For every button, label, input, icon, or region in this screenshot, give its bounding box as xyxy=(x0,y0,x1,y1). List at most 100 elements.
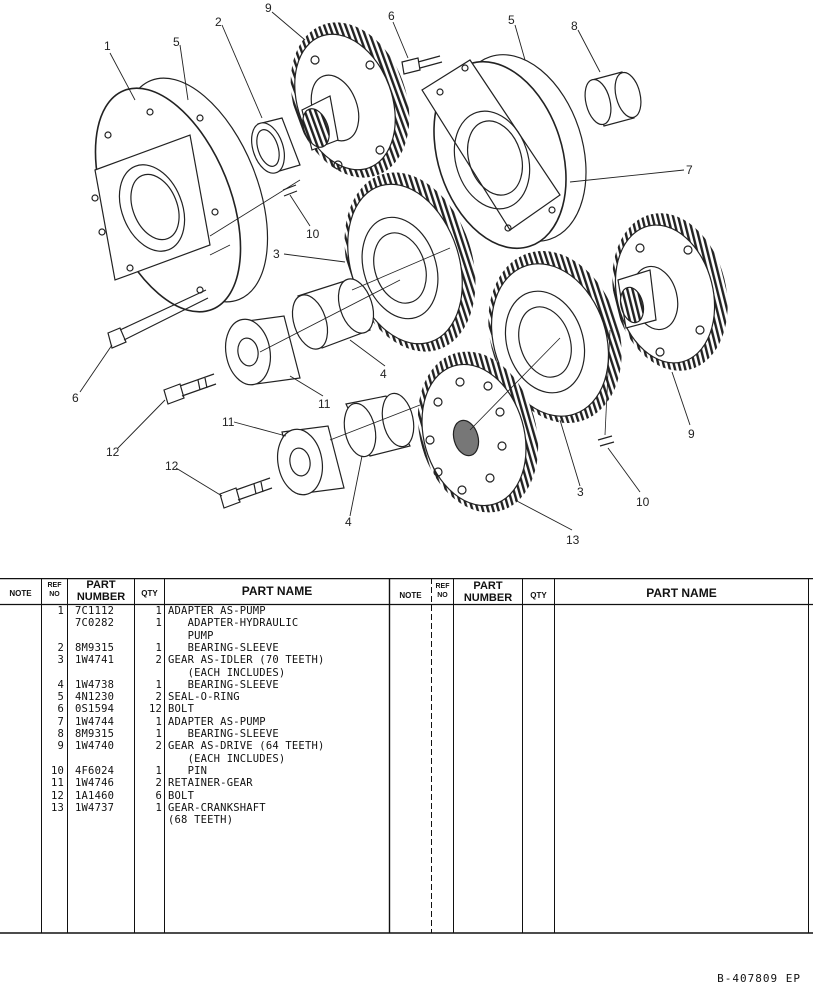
part-name-cell: ADAPTER-HYDRAULIC xyxy=(168,617,299,630)
qty-cell: 12 xyxy=(148,703,162,716)
ref-no-cell: 9 xyxy=(57,740,64,753)
part-1-adapter-housing xyxy=(91,77,269,313)
header-ref-no-right: REF NO xyxy=(435,583,450,599)
part-number-cell: 4N1230 xyxy=(75,691,115,704)
part-number-cell: 7C0282 xyxy=(75,617,115,630)
ref-no-cell: 8 xyxy=(57,728,64,740)
exploded-view-diagram: 1 5 2 9 6 5 8 7 10 3 6 4 11 12 9 11 12 4… xyxy=(72,1,728,547)
part-10-pin-bottom xyxy=(597,435,615,447)
drawing-number: B-407809 EP xyxy=(717,972,801,985)
part-name-cell: RETAINER-GEAR xyxy=(168,777,253,790)
callout-6: 6 xyxy=(388,9,395,23)
header-qty: QTY xyxy=(141,589,158,598)
qty-cell: 1 xyxy=(155,678,162,691)
callout-11: 11 xyxy=(318,397,331,411)
header-note-right: NOTE xyxy=(399,591,422,600)
callout-4: 4 xyxy=(345,515,352,529)
part-name-cell: BEARING-SLEEVE xyxy=(168,678,279,691)
header-part-name: PART NAME xyxy=(241,584,313,598)
header-part-name-right: PART NAME xyxy=(646,586,717,600)
qty-cell: 1 xyxy=(155,801,162,814)
callout-12: 12 xyxy=(165,459,179,473)
qty-cell: 2 xyxy=(155,691,162,704)
table-row: (EACH INCLUDES) xyxy=(0,753,389,765)
table-row: 3 1W4741 2 GEAR AS-IDLER (70 TEETH) xyxy=(0,654,389,666)
part-3-idler-gear-top xyxy=(344,172,476,352)
part-number-cell: 1W4740 xyxy=(75,740,115,753)
part-name-cell: GEAR AS-IDLER (70 TEETH) xyxy=(168,654,325,667)
part-12-bolt-bottom xyxy=(219,477,273,509)
part-number-cell: 1W4737 xyxy=(75,801,115,814)
qty-cell: 1 xyxy=(155,728,162,740)
ref-no-cell: 3 xyxy=(57,654,64,667)
header-qty-right: QTY xyxy=(530,591,547,600)
table-row: 4 1W4738 1 BEARING-SLEEVE xyxy=(0,679,389,691)
ref-no-cell: 5 xyxy=(57,691,64,704)
header-note: NOTE xyxy=(9,589,32,598)
part-name-cell: GEAR-CRANKSHAFT xyxy=(168,801,266,814)
table-row: (68 TEETH) xyxy=(0,814,389,826)
part-number-cell: 1W4741 xyxy=(75,654,115,667)
part-name-cell: SEAL-O-RING xyxy=(168,691,240,704)
part-number-cell: 7C1112 xyxy=(75,605,115,617)
part-11-retainer-bottom xyxy=(276,425,345,496)
part-number-cell: 1A1460 xyxy=(75,789,115,802)
part-name-cell: (EACH INCLUDES) xyxy=(168,752,286,765)
qty-cell: 2 xyxy=(155,777,162,790)
qty-cell: 1 xyxy=(155,715,162,728)
part-name-cell: PIN xyxy=(168,764,208,777)
ref-no-cell: 7 xyxy=(57,715,64,728)
table-row: 7 1W4744 1 ADAPTER AS-PUMP xyxy=(0,716,389,728)
part-11-retainer-top xyxy=(224,315,301,386)
table-row: 11 1W4746 2 RETAINER-GEAR xyxy=(0,777,389,789)
callout-10: 10 xyxy=(306,227,320,241)
part-number-cell: 1W4746 xyxy=(75,777,115,790)
callout-3: 3 xyxy=(273,247,280,261)
callout-2: 2 xyxy=(215,15,222,29)
callout-5: 5 xyxy=(508,13,515,27)
part-name-cell: ADAPTER AS-PUMP xyxy=(168,605,266,617)
table-row: 5 4N1230 2 SEAL-O-RING xyxy=(0,691,389,703)
part-name-cell: BOLT xyxy=(168,789,195,802)
header-part-number-right: PART NUMBER xyxy=(463,580,513,604)
callout-7: 7 xyxy=(686,163,693,177)
ref-no-cell: 4 xyxy=(57,678,64,691)
part-number-cell: 0S1594 xyxy=(75,703,115,716)
callout-9: 9 xyxy=(688,427,695,441)
callout-5: 5 xyxy=(173,35,180,49)
part-number-cell: 1W4738 xyxy=(75,678,115,691)
callout-13: 13 xyxy=(566,533,580,547)
qty-cell: 2 xyxy=(155,654,162,667)
qty-cell: 1 xyxy=(155,641,162,654)
table-row: PUMP xyxy=(0,630,389,642)
ref-no-cell: 6 xyxy=(57,703,64,716)
part-name-cell: GEAR AS-DRIVE (64 TEETH) xyxy=(168,740,325,753)
ref-no-cell: 11 xyxy=(50,777,64,790)
callout-8: 8 xyxy=(571,19,578,33)
part-6-bolt-left xyxy=(107,289,209,349)
part-number-cell: 4F6024 xyxy=(75,764,115,777)
part-name-cell: BOLT xyxy=(168,703,195,716)
qty-cell: 6 xyxy=(155,789,162,802)
callout-11: 11 xyxy=(222,415,235,429)
table-row: 6 0S1594 12 BOLT xyxy=(0,703,389,715)
callout-3: 3 xyxy=(577,485,584,499)
ref-no-cell: 13 xyxy=(50,801,64,814)
ref-no-cell: 10 xyxy=(50,764,64,777)
part-number-cell: 1W4744 xyxy=(75,715,115,728)
callout-1: 1 xyxy=(104,39,111,53)
part-name-cell: PUMP xyxy=(168,629,214,642)
callout-6: 6 xyxy=(72,391,79,405)
table-row: (EACH INCLUDES) xyxy=(0,667,389,679)
part-7-pump-adapter xyxy=(421,54,587,250)
part-name-cell: ADAPTER AS-PUMP xyxy=(168,715,266,728)
qty-cell: 1 xyxy=(155,764,162,777)
part-name-cell: (EACH INCLUDES) xyxy=(168,666,286,679)
table-grid xyxy=(0,578,813,934)
part-9-drive-gear-top xyxy=(290,22,410,178)
